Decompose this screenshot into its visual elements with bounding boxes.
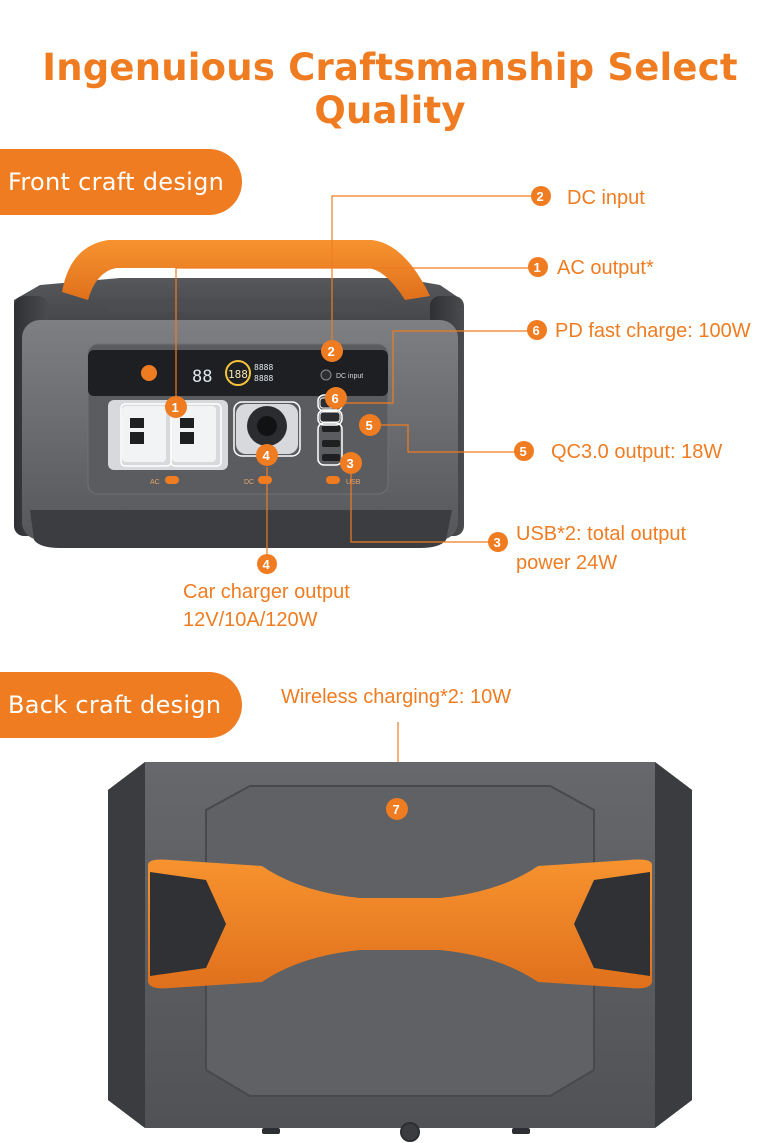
- lcd-small-2: 8888: [254, 374, 273, 383]
- dc-switch-label: DC: [244, 479, 254, 486]
- back-section-label: Back craft design: [0, 672, 242, 738]
- badge-2-device-text: 2: [328, 344, 335, 359]
- badge-1-device: [165, 396, 187, 418]
- badge-7-device: [386, 798, 408, 820]
- badge-6-callout-text: 6: [533, 323, 540, 338]
- badge-5-callout-text: 5: [520, 444, 527, 459]
- wireless-charging-label: Wireless charging*2: 10W: [281, 686, 512, 708]
- badge-4-device: [256, 444, 278, 466]
- badge-5-callout: [514, 441, 534, 461]
- badge-1-device-text: 1: [172, 400, 179, 415]
- front-handle: [62, 240, 430, 300]
- badge-7-device-text: 7: [393, 802, 400, 817]
- badge-4-callout: [257, 554, 277, 574]
- front-section-label: Front craft design: [0, 149, 242, 215]
- badge-3-device-text: 3: [347, 456, 354, 471]
- badge-2-callout-text: 2: [537, 189, 544, 204]
- badge-1-callout-text: 1: [534, 260, 541, 275]
- badge-4-callout-text: 4: [263, 557, 271, 572]
- badge-5-device-text: 5: [366, 418, 373, 433]
- back-device: [108, 762, 692, 1142]
- badge-3-callout: [488, 532, 508, 552]
- lcd-small-1: 8888: [254, 363, 273, 372]
- back-handle: [148, 859, 652, 989]
- lcd-main-readout: 88: [192, 367, 212, 387]
- usb-output-label-line1: USB*2: total output: [516, 523, 687, 545]
- usb-output-label-line2: power 24W: [516, 552, 618, 574]
- badge-6-device: [325, 387, 347, 409]
- dc-input-label: DC input: [567, 187, 645, 209]
- badge-5-device: [359, 414, 381, 436]
- badge-2-device: [321, 340, 343, 362]
- ac-switch-label: AC: [150, 479, 160, 486]
- badge-3-device: [340, 452, 362, 474]
- ac-output-label: AC output*: [557, 257, 654, 279]
- lcd-percent: 188: [228, 368, 248, 381]
- page-title: Ingenuious Craftsmanship Select Quality: [42, 46, 738, 132]
- number-badges: 1 2 6 5 3 4 7 2 1 6 5 3 4: [165, 186, 551, 820]
- pd-fast-charge-label: PD fast charge: 100W: [555, 320, 751, 342]
- badge-1-callout: [528, 257, 548, 277]
- car-charger-label-line1: Car charger output: [183, 581, 350, 603]
- badge-4-device-text: 4: [263, 448, 271, 463]
- qc-output-label: QC3.0 output: 18W: [551, 441, 723, 463]
- usb-switch-label: USB: [346, 479, 361, 486]
- badge-6-callout: [527, 320, 547, 340]
- badge-2-callout: [531, 186, 551, 206]
- car-charger-label-line2: 12V/10A/120W: [183, 609, 318, 631]
- panel-dc-input-text: DC input: [336, 373, 363, 380]
- badge-6-device-text: 6: [332, 391, 339, 406]
- front-device: 88 188 8888 8888 DC input AC DC USB: [14, 240, 464, 548]
- badge-3-callout-text: 3: [494, 535, 501, 550]
